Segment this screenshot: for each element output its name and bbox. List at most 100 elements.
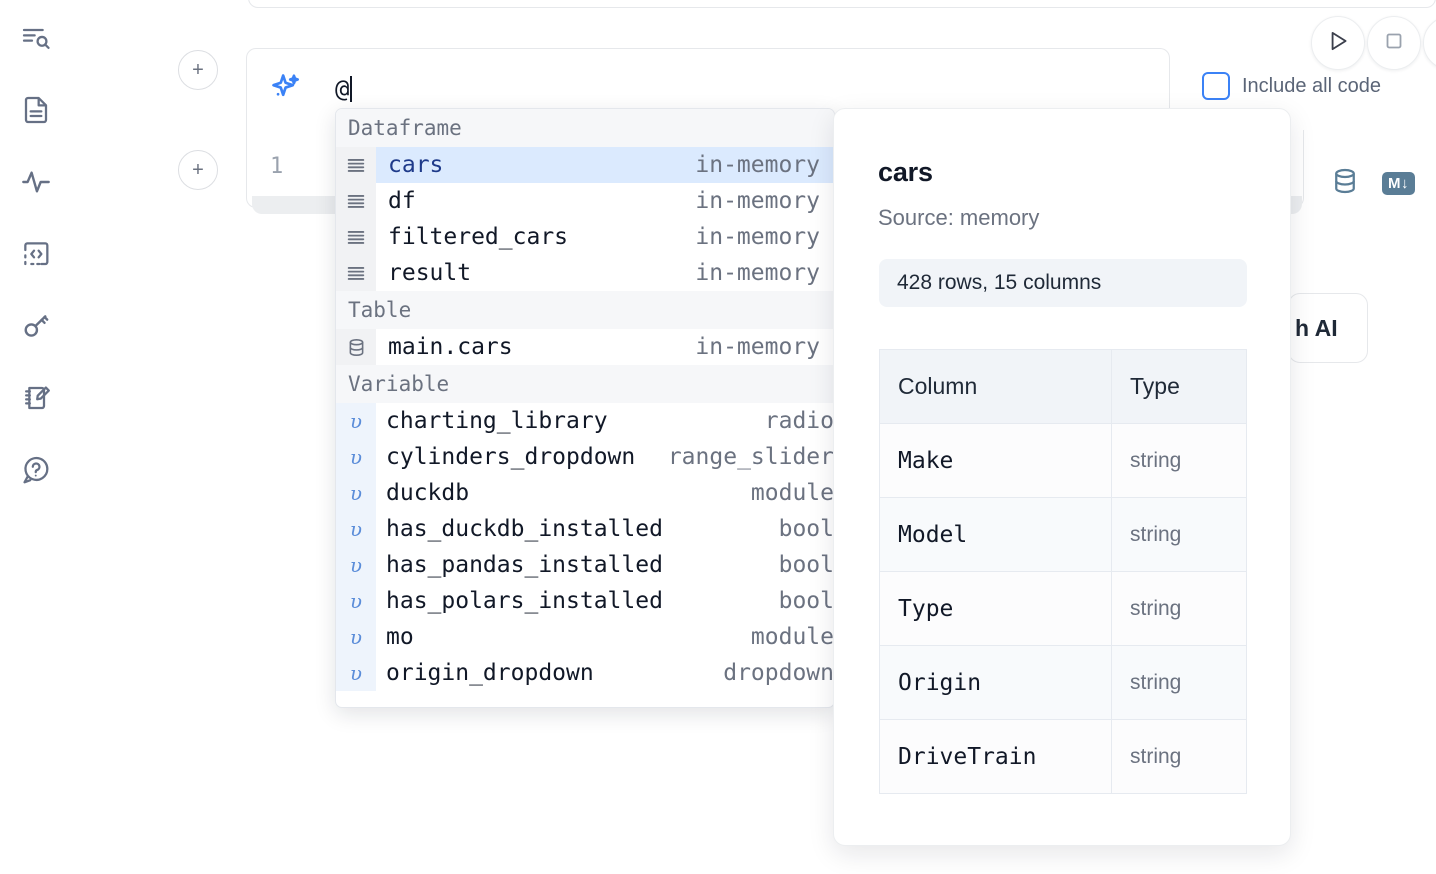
file-explorer-search-icon: [20, 22, 52, 54]
secrets-key-icon: [20, 310, 52, 342]
autocomplete-item-type: bool: [778, 588, 834, 614]
schema-column-name: Origin: [879, 645, 1112, 720]
autocomplete-item-label: df: [388, 188, 416, 214]
autocomplete-item-type: in-memory: [695, 224, 820, 250]
schema-column-name: Type: [879, 571, 1112, 646]
run-button[interactable]: [1311, 16, 1365, 70]
preview-source: Source: memory: [878, 205, 1040, 230]
variable-icon: υ: [336, 511, 376, 547]
autocomplete-item[interactable]: df in-memory: [336, 183, 834, 219]
schema-column-name: DriveTrain: [879, 719, 1112, 794]
add-cell-button-bottom[interactable]: +: [178, 150, 218, 190]
variable-icon: υ: [336, 619, 376, 655]
autocomplete-item-label: cylinders_dropdown: [386, 444, 636, 470]
autocomplete-item-type: in-memory: [695, 147, 834, 183]
autocomplete-item-label: origin_dropdown: [386, 660, 594, 686]
plus-icon: +: [192, 59, 204, 81]
autocomplete-item-type: in-memory: [695, 260, 820, 286]
stop-square-icon: [1382, 29, 1406, 58]
column-header-column: Column: [879, 349, 1112, 424]
variable-icon: υ: [336, 547, 376, 583]
scratchpad-edit-icon: [20, 382, 52, 414]
database-icon: [336, 329, 376, 365]
autocomplete-group-header: Variable: [336, 365, 834, 403]
text-caret: [350, 76, 353, 102]
autocomplete-item-type: in-memory: [695, 334, 820, 360]
ai-prompt-input[interactable]: @: [335, 75, 353, 103]
dataframe-rows-icon: [336, 255, 376, 291]
autocomplete-item-type: bool: [778, 552, 834, 578]
stop-button[interactable]: [1367, 16, 1421, 70]
variable-icon: υ: [336, 475, 376, 511]
left-sidebar-rail: [0, 0, 72, 874]
markdown-badge[interactable]: M↓: [1382, 172, 1415, 195]
autocomplete-item-label: result: [388, 260, 472, 286]
autocomplete-item[interactable]: υ has_polars_installed bool: [336, 583, 834, 619]
autocomplete-item-type: module: [750, 480, 834, 506]
column-header-type: Type: [1111, 349, 1247, 424]
previous-cell-stub: [248, 0, 1436, 8]
sidebar-item-scratchpad[interactable]: [12, 374, 60, 422]
sidebar-item-secrets[interactable]: [12, 302, 60, 350]
autocomplete-item-label: duckdb: [386, 480, 470, 506]
variable-icon: υ: [336, 583, 376, 619]
autocomplete-item-label: has_duckdb_installed: [386, 516, 663, 542]
preview-title: cars: [878, 157, 933, 187]
variable-icon: υ: [336, 655, 376, 691]
variable-icon: υ: [336, 439, 376, 475]
autocomplete-item-type: in-memory: [695, 188, 820, 214]
dataframe-rows-icon: [336, 147, 376, 183]
autocomplete-group-header: Dataframe: [336, 109, 834, 147]
autocomplete-item-type: bool: [778, 516, 834, 542]
schema-column-type: string: [1111, 497, 1247, 572]
sidebar-item-file-explorer[interactable]: [12, 14, 60, 62]
include-all-code-row[interactable]: Include all code: [1202, 72, 1381, 100]
autocomplete-item[interactable]: result in-memory: [336, 255, 834, 291]
help-chat-icon: [20, 454, 52, 486]
generate-with-ai-label: h AI: [1295, 314, 1338, 341]
autocomplete-item-type: dropdown: [723, 660, 834, 686]
autocomplete-item-type: radio: [764, 408, 834, 434]
autocomplete-item[interactable]: υ has_duckdb_installed bool: [336, 511, 834, 547]
dataframe-preview-panel: cars Source: memory 428 rows, 15 columns…: [833, 108, 1291, 846]
sidebar-item-snippets[interactable]: [12, 230, 60, 278]
include-all-code-checkbox[interactable]: [1202, 72, 1230, 100]
autocomplete-item[interactable]: υ has_pandas_installed bool: [336, 547, 834, 583]
schema-column-type: string: [1111, 571, 1247, 646]
autocomplete-item-label: has_pandas_installed: [386, 552, 663, 578]
more-actions-button[interactable]: [1423, 16, 1436, 70]
database-icon[interactable]: [1330, 166, 1360, 201]
code-line-number: 1: [270, 154, 284, 179]
schema-column-name: Make: [879, 423, 1112, 498]
code-snippets-icon: [20, 238, 52, 270]
sidebar-item-activity[interactable]: [12, 158, 60, 206]
autocomplete-item[interactable]: υ origin_dropdown dropdown: [336, 655, 834, 691]
plus-icon: +: [192, 159, 204, 181]
autocomplete-item-label: mo: [386, 624, 414, 650]
preview-shape-badge: 428 rows, 15 columns: [879, 259, 1247, 307]
dataframe-rows-icon: [336, 219, 376, 255]
document-icon: [20, 94, 52, 126]
cell-type-controls: M↓: [1330, 166, 1415, 201]
sidebar-item-documentation[interactable]: [12, 86, 60, 134]
generate-with-ai-button[interactable]: h AI: [1288, 293, 1368, 363]
autocomplete-item-label: has_polars_installed: [386, 588, 663, 614]
add-cell-button-top[interactable]: +: [178, 50, 218, 90]
sidebar-item-help[interactable]: [12, 446, 60, 494]
autocomplete-item-label: cars: [376, 147, 696, 183]
autocomplete-item-type: module: [750, 624, 834, 650]
